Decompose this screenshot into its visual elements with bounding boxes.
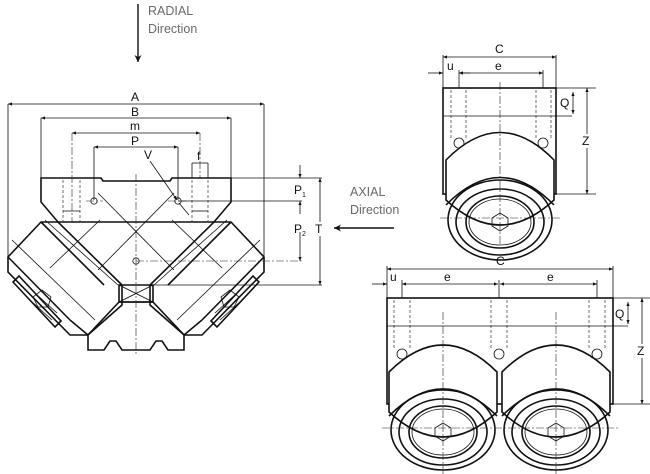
- front-view-base: [87, 301, 185, 351]
- dim-Q-double: Q: [615, 307, 624, 321]
- radial-label-line2: Direction: [148, 22, 197, 36]
- dim-u-single: u: [447, 59, 454, 73]
- double-mount-block: [386, 297, 614, 405]
- dim-C-double: C: [496, 254, 505, 268]
- right-roller: [149, 219, 265, 336]
- dim-f: f: [197, 149, 201, 163]
- axial-direction-indicator: AXIAL Direction: [334, 185, 399, 232]
- axial-label-line1: AXIAL: [350, 185, 385, 199]
- dim-P2-subscript: 2: [302, 231, 306, 238]
- dim-B: B: [131, 105, 139, 119]
- double-roller-right: [501, 312, 611, 474]
- radial-direction-indicator: RADIAL Direction: [134, 4, 197, 62]
- dim-V: V: [144, 148, 152, 162]
- dim-Z-single: Z: [582, 134, 589, 148]
- dim-A: A: [131, 90, 139, 104]
- single-roller: [445, 131, 555, 226]
- dim-C-single: C: [495, 42, 504, 56]
- dim-P2: P: [294, 222, 302, 236]
- right-roller-cap: [209, 274, 261, 329]
- side-view-single: C u e Q Z: [428, 42, 596, 261]
- dim-P: P: [131, 134, 139, 148]
- hex-socket-icon: [547, 422, 565, 442]
- dim-u-double: u: [390, 270, 397, 284]
- dim-e2-double: e: [547, 270, 554, 284]
- dim-P1-subscript: 1: [302, 192, 306, 199]
- hex-socket-icon: [434, 422, 452, 442]
- dim-m: m: [130, 119, 140, 133]
- dim-Q-single: Q: [560, 96, 569, 110]
- dim-P1: P: [294, 183, 302, 197]
- dim-e-single: e: [495, 59, 502, 73]
- radial-label-line1: RADIAL: [148, 4, 193, 18]
- axial-label-line2: Direction: [350, 203, 399, 217]
- front-view: A B m P V f P 1 P 2: [7, 90, 326, 355]
- dim-e1-double: e: [444, 270, 451, 284]
- dim-T: T: [315, 222, 323, 236]
- side-view-double: C u e e: [372, 254, 650, 474]
- double-roller-left: [388, 312, 498, 474]
- dim-Z-double: Z: [637, 344, 644, 358]
- left-roller-cap: [11, 274, 63, 329]
